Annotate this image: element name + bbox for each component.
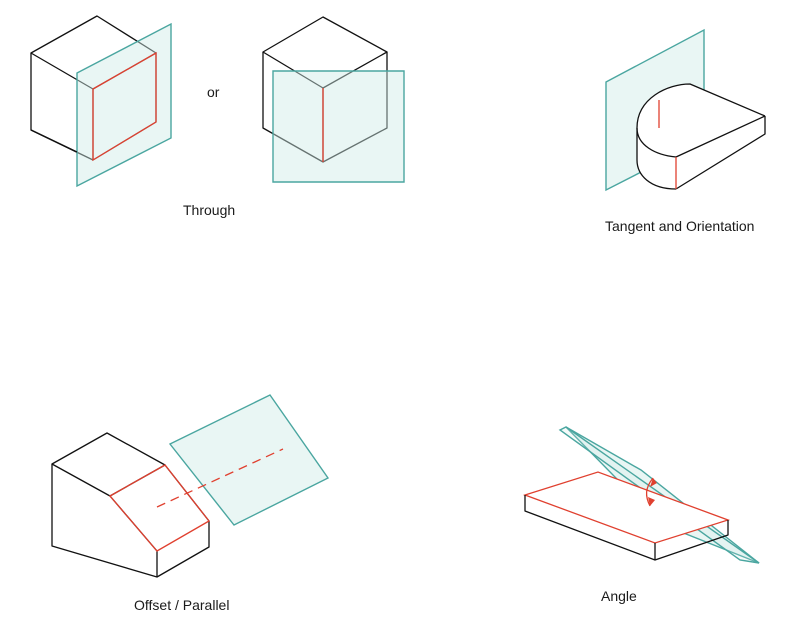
face-highlight xyxy=(92,51,157,162)
curved-double-arrow-icon xyxy=(645,477,657,507)
inclined-face-highlight xyxy=(108,464,210,552)
offset-parallel-caption: Offset / Parallel xyxy=(134,597,230,613)
through-cube-2 xyxy=(262,16,405,183)
plane-through-face xyxy=(76,22,172,188)
offset-parallel-figure xyxy=(51,394,330,578)
plane-through-edge xyxy=(272,70,405,183)
angle-figure xyxy=(522,426,760,564)
offset-plane xyxy=(168,394,330,526)
angle-caption: Angle xyxy=(601,588,637,604)
tangent-orientation-caption: Tangent and Orientation xyxy=(605,218,755,234)
offset-dashed-line xyxy=(156,448,284,508)
or-label: or xyxy=(207,84,220,100)
through-cube-1 xyxy=(30,15,172,188)
through-caption: Through xyxy=(183,202,236,218)
tangent-orientation-figure xyxy=(605,28,766,192)
